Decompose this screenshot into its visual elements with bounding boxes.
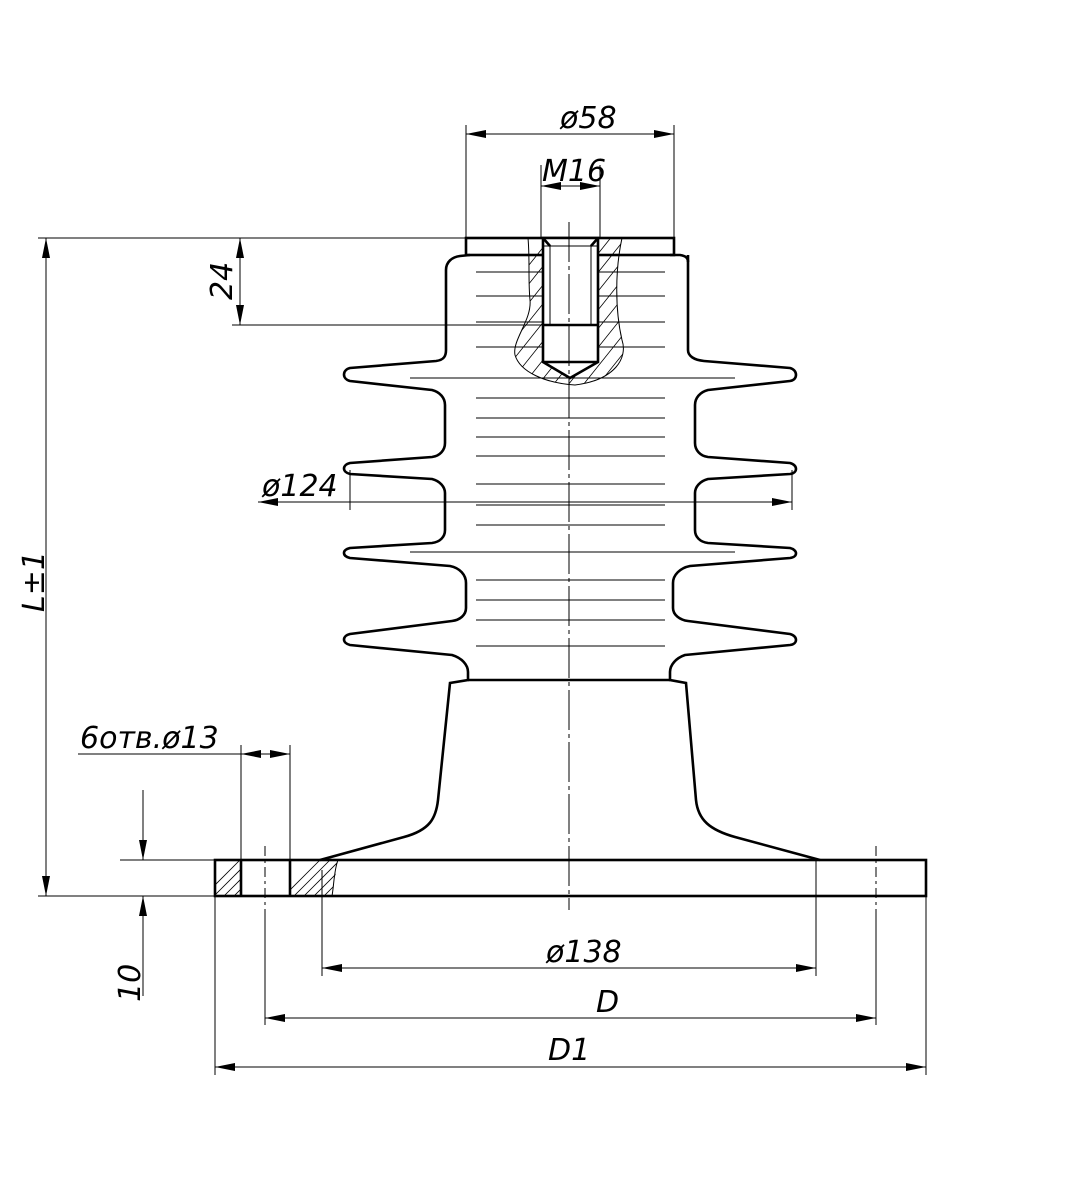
dim-thread-label: M16: [542, 154, 606, 189]
dim-shed-diameter-label: ø124: [261, 469, 338, 504]
dim-holes: 6отв.ø13: [78, 721, 291, 860]
dim-shed-diameter: ø124: [258, 469, 793, 510]
dim-bolt-circle: D: [264, 910, 877, 1025]
dim-thread: M16: [540, 154, 606, 238]
dim-flange-diameter: D1: [214, 896, 927, 1075]
dim-top-diameter: ø58: [465, 101, 675, 238]
insulator-outline: [319, 253, 821, 862]
dim-base-diameter: ø138: [321, 860, 817, 976]
base-flange: [213, 846, 928, 910]
dim-holes-label: 6отв.ø13: [80, 721, 219, 756]
dim-thread-depth-label: 24: [205, 262, 240, 300]
dim-height: L±1: [17, 237, 466, 897]
dim-bolt-circle-label: D: [596, 985, 619, 1020]
dim-height-label: L±1: [17, 551, 52, 612]
dim-thread-depth: 24: [205, 237, 543, 326]
thread-section: [514, 236, 624, 386]
dim-flange-thickness: 10: [113, 790, 215, 1002]
dim-flange-thickness-label: 10: [113, 964, 148, 1002]
body-internal-lines: [410, 271, 735, 647]
dim-base-diameter-label: ø138: [545, 935, 622, 970]
dim-flange-diameter-label: D1: [548, 1033, 590, 1068]
dim-top-diameter-label: ø58: [559, 101, 617, 136]
